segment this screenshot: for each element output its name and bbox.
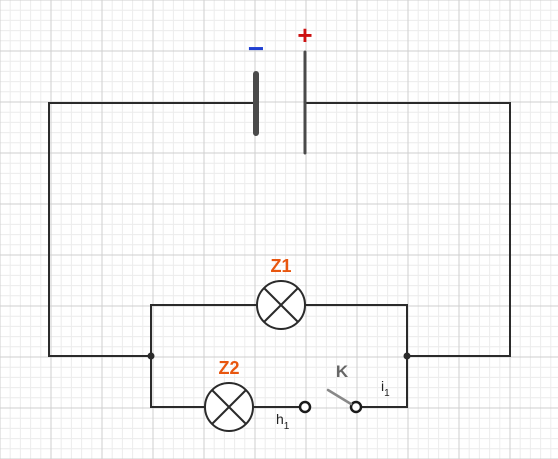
switch-label: K <box>336 362 349 381</box>
wire-i1-to-right <box>361 356 408 408</box>
terminal-h1 <box>298 400 312 414</box>
terminal-i1-label: i1 <box>381 378 390 399</box>
wire-left-loop <box>48 102 256 357</box>
terminal-i1 <box>349 400 363 414</box>
switch-k: K <box>298 362 363 414</box>
lamp-z1: Z1 <box>256 256 306 330</box>
lamp-z1-label: Z1 <box>270 256 291 276</box>
lamp-z2-cross-b <box>211 389 247 425</box>
battery-positive-symbol: + <box>297 20 312 50</box>
wire-z1-branch <box>150 304 257 356</box>
lamp-z1-cross-b <box>263 287 299 323</box>
wires <box>48 102 511 408</box>
lamp-z2-label: Z2 <box>218 358 239 378</box>
wire-z2-branch-left <box>150 356 205 408</box>
junction-left <box>147 352 155 360</box>
battery-negative-symbol: − <box>248 33 264 64</box>
wire-right-loop <box>305 102 511 357</box>
junction-right <box>403 352 411 360</box>
battery: − + <box>248 20 313 155</box>
terminal-h1-label: h1 <box>276 411 290 432</box>
lamp-z2: Z2 <box>204 358 254 432</box>
switch-lever <box>326 388 353 406</box>
wire-z1-branch-right <box>305 304 408 356</box>
